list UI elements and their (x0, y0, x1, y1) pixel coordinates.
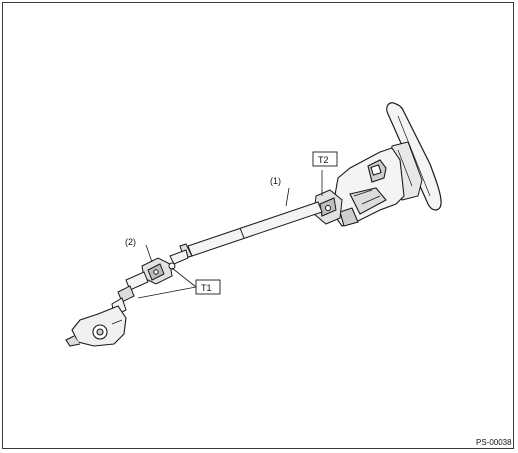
torque-callout-t2: T2 (312, 151, 338, 167)
label-part-1: (1) (270, 176, 281, 186)
leader-torque-1a (137, 286, 197, 299)
leader-lines (137, 170, 323, 299)
leader-part-2 (145, 244, 153, 263)
figure-frame (2, 2, 514, 449)
steering-shaft (169, 201, 323, 265)
label-part-2: (2) (125, 237, 136, 247)
leader-torque-1b (171, 267, 197, 288)
leader-part-1 (285, 187, 290, 207)
figure-code: PS-00038 (476, 438, 512, 447)
label-torque-2: T2 (318, 155, 329, 165)
lower-universal-joint (141, 257, 176, 285)
steering-wheel (386, 102, 442, 211)
column-housing (331, 147, 405, 227)
gearbox-pinion-housing (65, 305, 127, 347)
label-torque-1: T1 (201, 283, 212, 293)
torque-callout-t1: T1 (195, 279, 221, 295)
